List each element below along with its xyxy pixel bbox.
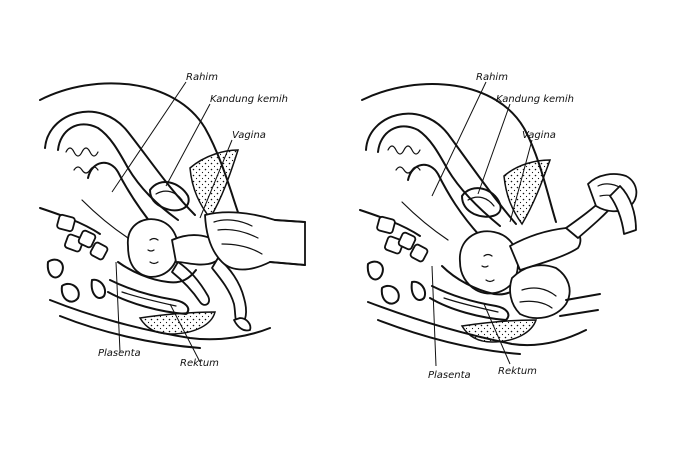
left-placenta-wavy bbox=[65, 147, 99, 174]
left-spine bbox=[39, 207, 109, 303]
left-bladder bbox=[149, 181, 190, 212]
right-rectum bbox=[429, 285, 510, 321]
right-label-plasenta: Plasenta bbox=[428, 370, 471, 381]
right-body-outline bbox=[361, 83, 557, 223]
left-uterus-outer-wall bbox=[44, 110, 196, 216]
right-label-vagina: Vagina bbox=[522, 130, 556, 141]
left-label-rahim: Rahim bbox=[186, 72, 218, 83]
right-label-kandung-kemih: Kandung kemih bbox=[496, 94, 574, 105]
left-label-vagina: Vagina bbox=[232, 130, 266, 141]
right-uterus-inner-lining bbox=[377, 125, 501, 227]
right-uterine-cavity bbox=[407, 164, 481, 237]
left-body-outline bbox=[39, 82, 241, 219]
left-baby-arm bbox=[171, 261, 210, 306]
left-label-plasenta: Plasenta bbox=[98, 348, 141, 359]
right-leader-lines bbox=[431, 81, 533, 367]
right-doctor-upper-hand bbox=[587, 173, 638, 235]
right-doctor-lower-hand bbox=[509, 264, 601, 319]
right-uterus-outer-wall bbox=[365, 112, 517, 225]
left-leader-lines bbox=[111, 81, 233, 363]
left-uterine-cavity bbox=[87, 162, 159, 233]
right-spine bbox=[359, 209, 429, 305]
left-label-rektum: Rektum bbox=[180, 358, 219, 369]
left-baby bbox=[127, 218, 252, 332]
left-anatomy-panel: Rahim Kandung kemih Vagina Plasenta Rekt… bbox=[39, 72, 306, 369]
left-label-kandung-kemih: Kandung kemih bbox=[210, 94, 288, 105]
right-baby-body bbox=[509, 227, 582, 271]
left-lower-body-outline bbox=[49, 299, 271, 341]
right-placenta-wavy bbox=[387, 145, 421, 174]
right-anatomy-panel: Rahim Kandung kemih Vagina Plasenta Rekt… bbox=[359, 72, 638, 381]
left-baby-head bbox=[127, 218, 179, 278]
right-bladder bbox=[461, 187, 502, 218]
right-label-rektum: Rektum bbox=[498, 366, 537, 377]
left-rectum bbox=[107, 279, 190, 315]
right-stippled-tissue-top bbox=[503, 159, 552, 226]
left-doctor-hand bbox=[204, 211, 306, 271]
left-umbilical-cord bbox=[117, 261, 197, 284]
right-label-rahim: Rahim bbox=[476, 72, 508, 83]
